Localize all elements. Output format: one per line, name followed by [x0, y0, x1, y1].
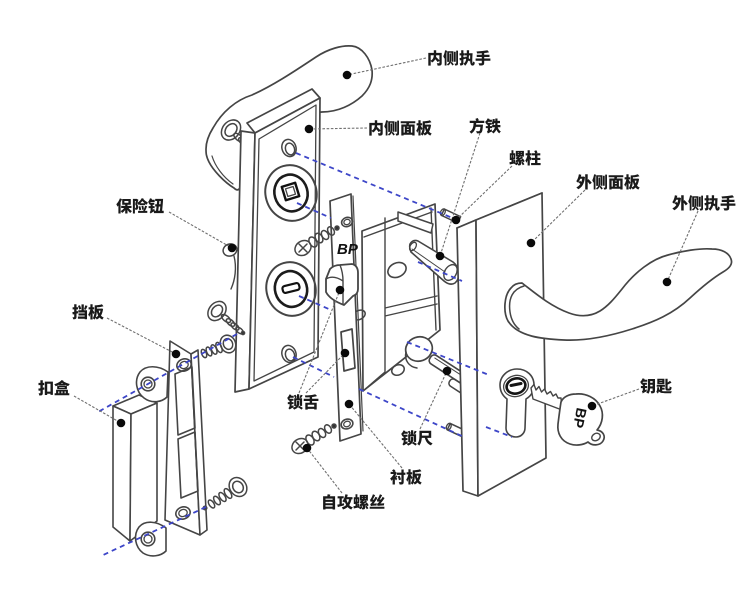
svg-text:BP: BP [337, 241, 359, 258]
svg-text:BP: BP [569, 406, 589, 429]
